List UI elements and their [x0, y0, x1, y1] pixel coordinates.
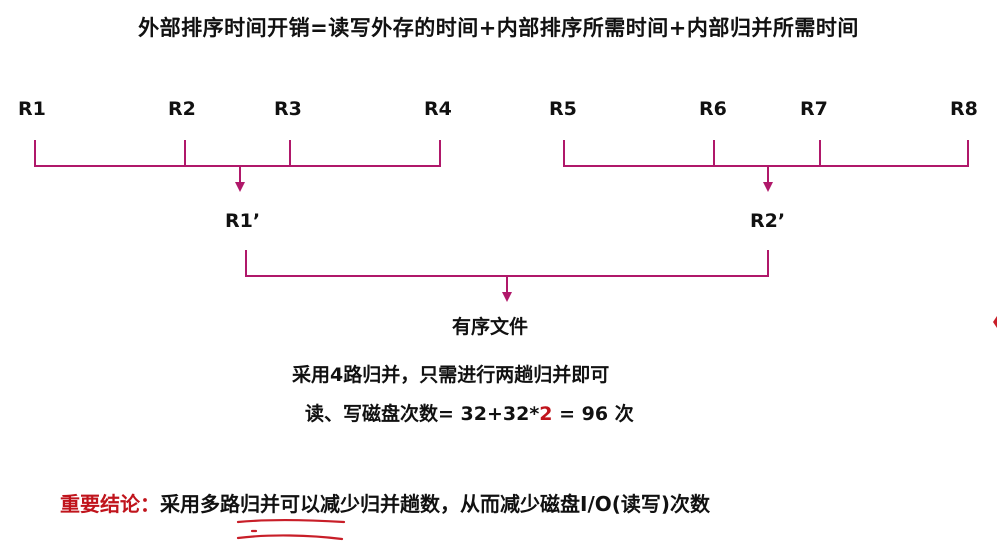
merge-note: 采用4路归并，只需进行两趟归并即可 [292, 364, 610, 386]
bracket-merge [245, 250, 769, 277]
run-r1: R1 [18, 98, 46, 120]
io-count-highlight: 2 [539, 403, 553, 425]
io-count-prefix: 读、写磁盘次数= 32+32* [305, 403, 540, 425]
run-r8: R8 [950, 98, 978, 120]
page-title: 外部排序时间开销=读写外存的时间+内部排序所需时间+内部归并所需时间 [138, 16, 859, 40]
run-r5: R5 [549, 98, 577, 120]
run-r3: R3 [274, 98, 302, 120]
io-count-note: 读、写磁盘次数= 32+32*2 = 96 次 [305, 399, 634, 426]
conclusion-label: 重要结论： [60, 492, 160, 516]
conclusion-text-before: 采用 [160, 492, 200, 516]
conclusion-text-after: 可以减少归并趟数，从而减少磁盘I/O(读写)次数 [280, 492, 711, 516]
run-r4: R4 [424, 98, 452, 120]
result-label: 有序文件 [452, 316, 529, 338]
merged-run-r2p: R2’ [750, 210, 786, 232]
run-r7: R7 [800, 98, 828, 120]
conclusion-underlined: 多路归并 [200, 492, 280, 516]
handwritten-underline [236, 519, 346, 541]
run-r2: R2 [168, 98, 196, 120]
merged-run-r1p: R1’ [225, 210, 261, 232]
io-count-suffix: = 96 次 [552, 403, 634, 425]
bracket-left [34, 140, 441, 167]
conclusion: 重要结论：采用多路归并可以减少归并趟数，从而减少磁盘I/O(读写)次数 [60, 488, 710, 517]
edge-mark [993, 316, 997, 328]
run-r6: R6 [699, 98, 727, 120]
bracket-right [563, 140, 969, 167]
